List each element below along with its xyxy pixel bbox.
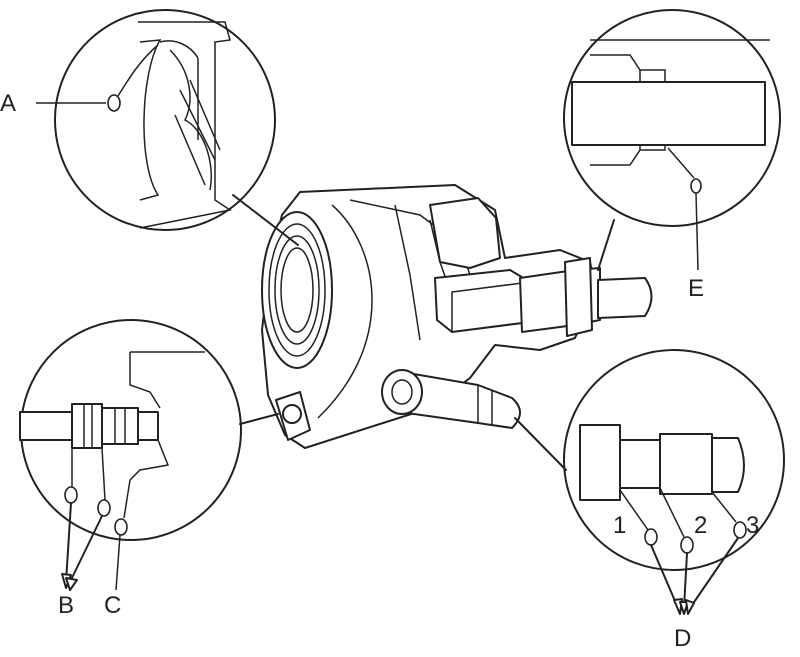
label-d2: 2	[694, 512, 707, 539]
callout-b: B	[58, 447, 111, 619]
callout-e: E	[667, 147, 704, 302]
detail-view-e	[563, 9, 781, 271]
callout-d: 1 2 3 D	[613, 487, 759, 652]
label-d: D	[674, 625, 691, 652]
label-b: B	[58, 592, 74, 619]
callout-c: C	[104, 479, 131, 619]
callout-a: A	[0, 44, 159, 117]
detail-d-leader	[514, 417, 567, 471]
label-a: A	[0, 90, 16, 117]
detail-view-bc	[19, 319, 279, 541]
label-d1: 1	[613, 512, 626, 539]
detail-view-a	[54, 9, 299, 246]
label-d3: 3	[746, 512, 759, 539]
label-e: E	[688, 275, 704, 302]
slave-cylinder-body	[261, 184, 653, 449]
detail-e-leader	[597, 219, 615, 271]
detail-a-leader	[232, 194, 299, 246]
detail-bc-leader	[239, 413, 279, 425]
label-c: C	[104, 592, 121, 619]
detail-view-d	[514, 349, 785, 571]
